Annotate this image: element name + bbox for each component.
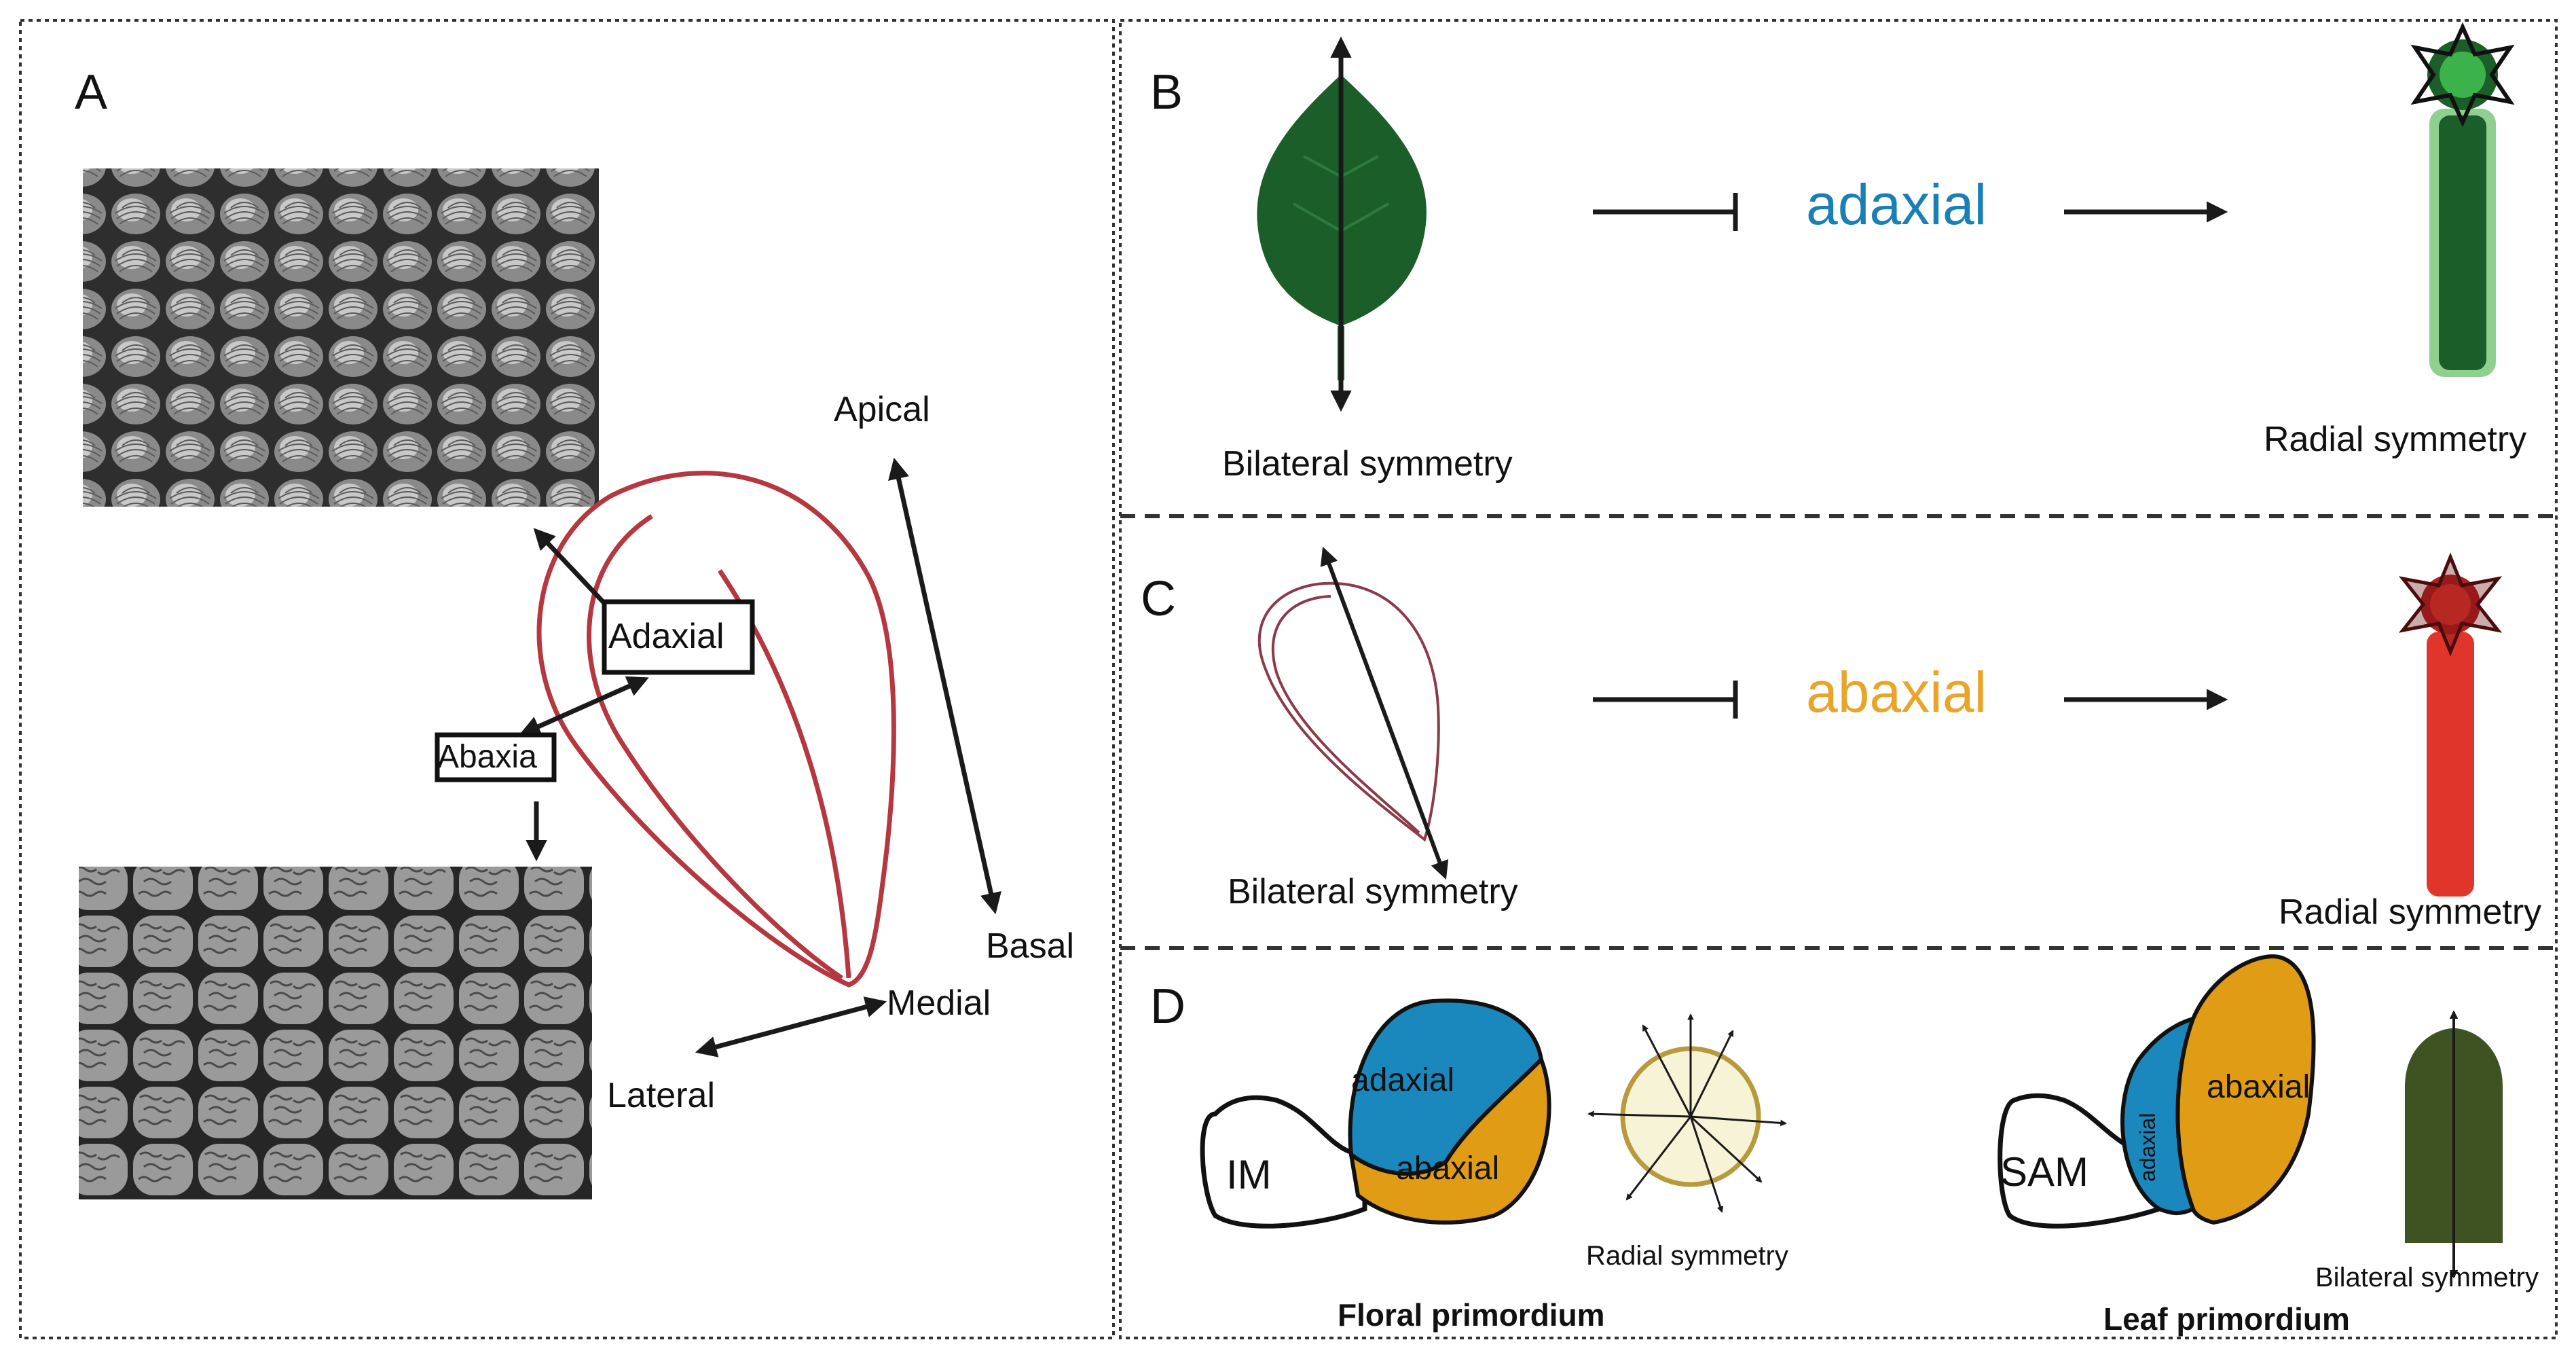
adaxial-label: Adaxial [608,617,724,656]
leaf-adaxial-label: adaxial [2135,1113,2160,1182]
panel-c-letter: C [1141,572,1176,626]
apical-basal-arrow [888,457,1001,915]
floral-abaxial-label: abaxial [1396,1151,1499,1187]
panel-a-letter: A [75,65,107,120]
panel-bcd-frame [1119,19,2558,1339]
adaxial-up-arrow [533,528,606,605]
floral-symmetry-label: Radial symmetry [1586,1241,1788,1271]
panel-d-letter: D [1150,979,1185,1034]
adaxial-word-b: adaxial [1806,173,1987,236]
adaxial-box [602,599,755,675]
radial-symmetry-icon [1587,1013,1787,1213]
sam-label: SAM [2000,1149,2089,1195]
im-label: IM [1226,1152,1272,1197]
basal-label: Basal [986,926,1074,966]
bilateral-symmetry-icon [2405,1010,2503,1279]
leaf-symmetry-label: Bilateral symmetry [2315,1263,2539,1292]
adaxial-abaxial-arrow [519,676,649,737]
panel-c-left-caption: Bilateral symmetry [1228,872,1518,911]
floral-primordium-caption: Floral primordium [1338,1297,1605,1333]
panel-b-letter: B [1150,65,1183,120]
sem-image-abaxial [79,867,592,1199]
leaf-section-outline [536,471,896,988]
panel-a-frame [19,19,1115,1339]
leaf-primordium-caption: Leaf primordium [2103,1301,2350,1337]
panel-b-right-caption: Radial symmetry [2264,420,2526,459]
medial-lateral-arrow [695,996,887,1057]
red-radial-rod [2398,552,2503,897]
floral-adaxial-label: adaxial [1351,1062,1454,1098]
abaxial-label: Abaxia [437,739,537,775]
green-radial-rod [2410,22,2515,377]
sem-image-adaxial [83,168,599,507]
lateral-label: Lateral [607,1076,715,1115]
panel-b-left-caption: Bilateral symmetry [1222,444,1513,484]
medial-label: Medial [887,983,991,1023]
leaf-symmetry-axis-c [1320,546,1449,880]
abaxial-box [435,732,557,782]
leaf-primordium-drawing [1998,954,2316,1229]
leaf-abaxial-label: abaxial [2207,1069,2310,1105]
floral-primordium-drawing [1200,998,1551,1229]
panel-c-right-caption: Radial symmetry [2279,892,2541,932]
apical-label: Apical [834,390,930,429]
abaxial-word-c: abaxial [1806,660,1987,724]
